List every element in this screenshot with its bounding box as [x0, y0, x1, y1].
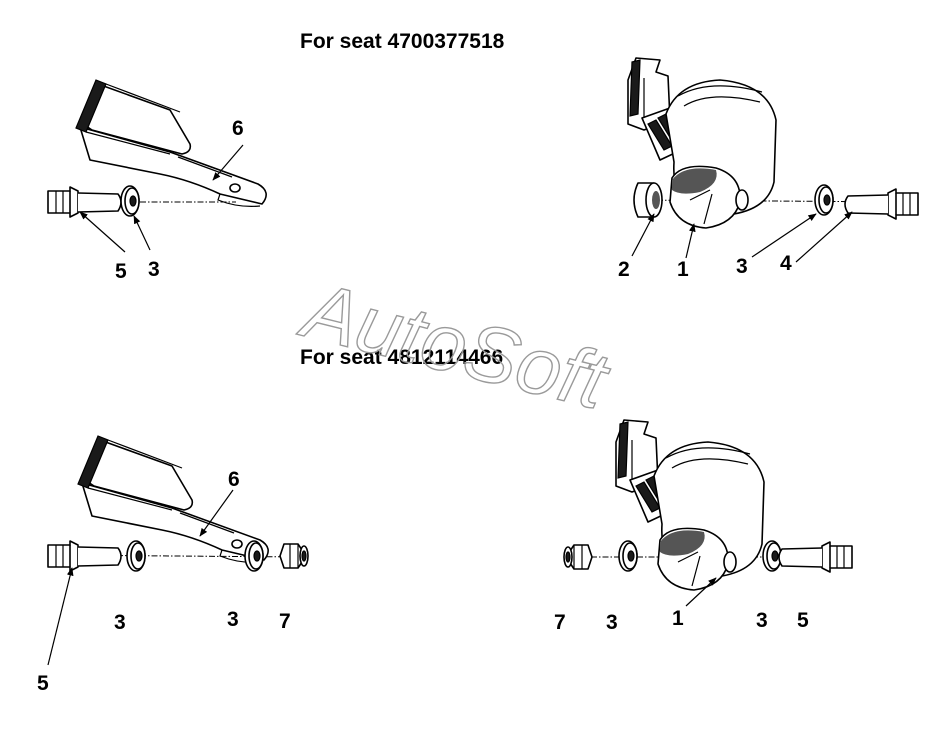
callout-1: 1	[672, 607, 684, 630]
callout-6: 6	[228, 468, 240, 491]
buckle-part-6	[75, 79, 267, 208]
callout-1: 1	[677, 258, 689, 281]
callout-5: 5	[115, 260, 127, 283]
bolt-part-4	[844, 188, 919, 220]
washer-part-3	[244, 540, 264, 572]
callout-5: 5	[797, 609, 809, 632]
nut-part-7	[563, 544, 593, 570]
buckle-assembly-top: 6 5 3	[47, 79, 267, 283]
retractor-part-1	[615, 419, 765, 591]
bolt-part-5	[778, 541, 853, 573]
washer-part-3	[120, 185, 140, 217]
watermark: AutoSoft	[292, 264, 618, 426]
callout-3: 3	[736, 255, 748, 278]
callout-6: 6	[232, 117, 244, 140]
callout-4: 4	[780, 252, 792, 275]
washer-part-3	[618, 540, 638, 572]
spacer-part-2	[633, 182, 663, 218]
retractor-assembly-top: 2 1 3 4	[618, 57, 919, 281]
callout-3: 3	[606, 611, 618, 634]
title-bottom: For seat 4812114466	[300, 346, 503, 369]
buckle-assembly-bottom: 6 3 3 7 5	[37, 435, 309, 695]
callout-3: 3	[114, 611, 126, 634]
buckle-part-6	[77, 435, 269, 564]
nut-part-7	[279, 543, 309, 569]
title-top: For seat 4700377518	[300, 30, 505, 53]
callout-5: 5	[37, 672, 49, 695]
washer-part-3	[814, 184, 834, 216]
callout-7: 7	[279, 610, 291, 633]
bolt-part-5	[47, 186, 122, 218]
callout-3: 3	[756, 609, 768, 632]
callout-3: 3	[227, 608, 239, 631]
retractor-assembly-bottom: 7 3 1 3 5	[554, 419, 853, 634]
bolt-part-5	[47, 540, 122, 572]
callout-3: 3	[148, 258, 160, 281]
washer-part-3	[126, 540, 146, 572]
callout-7: 7	[554, 611, 566, 634]
callout-2: 2	[618, 258, 630, 281]
